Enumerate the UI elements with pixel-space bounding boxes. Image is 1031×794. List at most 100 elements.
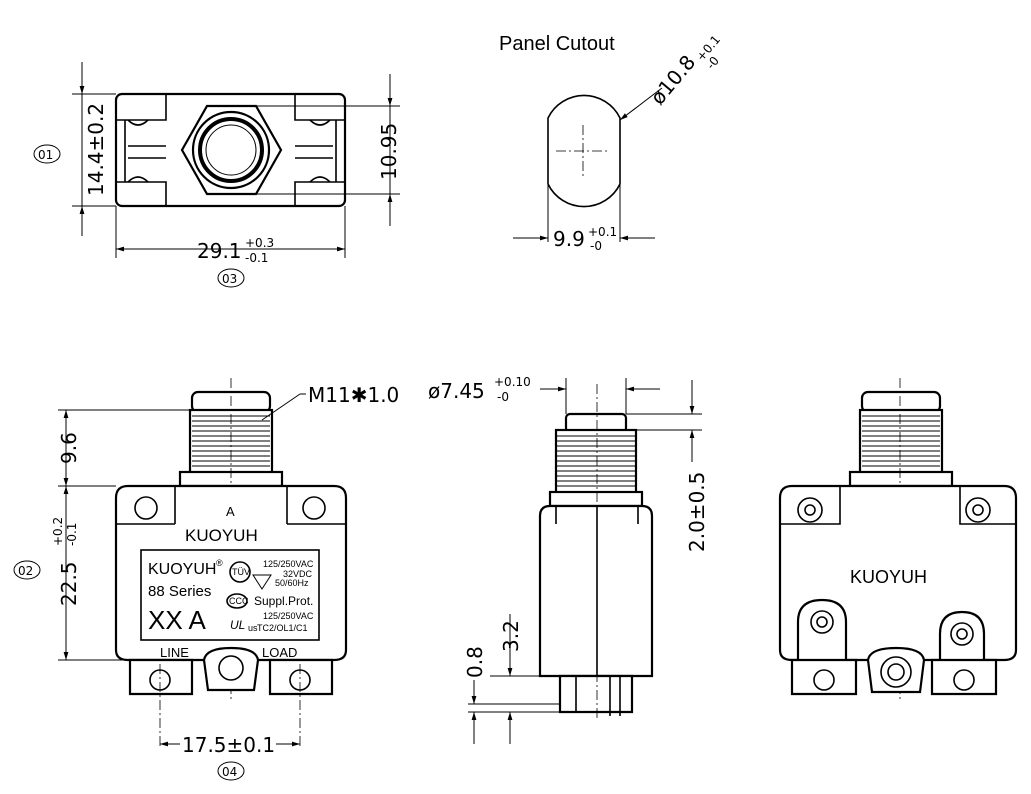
us-text: us [248, 623, 258, 633]
top-body-curves [127, 119, 331, 183]
back-rivet-left-inner [816, 616, 828, 628]
label-brand: KUOYUH [148, 561, 216, 578]
terminal-load [268, 658, 334, 696]
label-reg-mark: ® [216, 558, 223, 568]
back-hole-left [797, 497, 823, 523]
front-brand: KUOYUH [185, 526, 258, 545]
body-tol-lo: -0.1 [65, 523, 79, 546]
top-body-ribs [124, 120, 337, 182]
side-notches [555, 506, 639, 524]
ref-04-text: 04 [222, 765, 237, 779]
ccc-icon [226, 593, 248, 609]
ce-triangle-icon [252, 574, 272, 590]
back-hole-right-inner [972, 504, 984, 516]
front-body [114, 484, 348, 662]
ul-icon: UL [230, 618, 245, 632]
flat-dim-text: 9.9 [553, 227, 585, 251]
pitch-text: 17.5±0.1 [182, 733, 275, 757]
side-nut [548, 490, 644, 508]
top-view: 14.4±0.2 01 10.95 29.1 +0.3 -0.1 03 [33, 62, 401, 288]
top-inner-text: 10.95 [377, 123, 401, 180]
ref-01-text: 01 [38, 148, 53, 162]
thread-leader [261, 393, 301, 421]
body-tol-hi: +0.2 [51, 517, 65, 546]
d1-text: 3.2 [499, 620, 523, 652]
top-width-tol-lo: -0.1 [245, 251, 268, 265]
front-label [140, 549, 320, 641]
ccc-text: CCC [229, 596, 249, 606]
side-dia-tol-lo: -0 [497, 390, 509, 404]
ref-04-bubble [217, 761, 245, 781]
side-view: ø7.45 +0.10 -0 2.0±0.5 3.2 0.8 [428, 375, 709, 744]
back-thread [858, 408, 944, 476]
ref-01-bubble [33, 144, 61, 164]
ref-02-text: 02 [18, 564, 33, 578]
side-terminal-lines [575, 676, 621, 716]
top-button-inner [205, 124, 257, 176]
cutout-dia-text: ø10.8 [645, 50, 700, 109]
tuv-text: TÜV [232, 567, 250, 577]
pitch-text-bg [180, 732, 276, 754]
back-middle-hole [880, 656, 912, 688]
terminal-middle [202, 646, 260, 692]
side-thread [554, 428, 638, 496]
side-body [538, 504, 654, 678]
back-screw-left [813, 669, 835, 691]
back-terminal-right [930, 658, 998, 696]
front-hole-right [302, 496, 326, 520]
side-thread-lines [556, 435, 636, 487]
back-middle-hole-inner [887, 663, 905, 681]
terminal-line [128, 658, 194, 696]
load-label: LOAD [262, 645, 297, 660]
back-hole-right [965, 497, 991, 523]
back-thread-lines [862, 415, 940, 467]
middle-hole [218, 655, 244, 681]
ref-03-text: 03 [222, 272, 237, 286]
label-spec5: TC2/OL1/C1 [257, 623, 308, 633]
back-terminal-left [790, 658, 858, 696]
ref-02-bubble [13, 560, 41, 580]
top-body-lines [128, 145, 333, 159]
side-dia-tol-hi: +0.10 [494, 375, 531, 389]
back-rivet-right-inner [956, 628, 968, 640]
label-series: 88 Series [148, 583, 211, 600]
back-screw-right [953, 669, 975, 691]
flat-tol-lo: -0 [590, 239, 602, 253]
dia-leader [619, 87, 663, 121]
back-view: KUOYUH [778, 378, 1018, 700]
thread-text: M11✱1.0 [308, 383, 399, 407]
label-spec4: 125/250VAC [263, 611, 314, 621]
label-suppl: Suppl.Prot. [254, 594, 313, 608]
body-height-text: 22.5 [57, 561, 81, 606]
back-terminal-middle [866, 646, 926, 694]
panel-cutout-view: Panel Cutout ø10.8 +0.1 -0 9.9 +0.1 -0 [499, 33, 723, 253]
side-dia-text: ø7.45 [428, 379, 485, 403]
d2-text: 0.8 [463, 646, 487, 678]
top-button [198, 117, 264, 183]
back-hole-left-inner [804, 504, 816, 516]
front-arrow-mark: A [226, 504, 235, 519]
label-spec3: 50/60Hz [275, 578, 309, 588]
back-rivet-right [950, 622, 974, 646]
ref-03-bubble [217, 268, 245, 288]
top-width-tol-hi: +0.3 [245, 236, 274, 250]
front-view: A KUOYUH KUOYUH ® 88 Series XX A TÜV 125… [13, 378, 399, 781]
back-ear-lines [780, 486, 1016, 525]
btn-height-text: 9.6 [57, 432, 81, 464]
back-nut [848, 470, 954, 488]
line-label: LINE [160, 645, 189, 660]
back-boss-left [796, 598, 848, 660]
back-brand: KUOYUH [850, 567, 927, 587]
label-rating: XX A [148, 605, 206, 635]
flat-tol-hi: +0.1 [588, 225, 617, 239]
top-body-steps [116, 94, 345, 206]
side-terminal-base [558, 674, 634, 714]
label-spec1: 125/250VAC [263, 559, 314, 569]
tuv-icon [229, 561, 251, 583]
top-width-text: 29.1 [197, 239, 242, 263]
back-rivet-left [810, 610, 834, 634]
back-boss-right [938, 610, 986, 660]
label-spec2: 32VDC [283, 569, 313, 579]
panel-cutout-title: Panel Cutout [499, 33, 615, 55]
